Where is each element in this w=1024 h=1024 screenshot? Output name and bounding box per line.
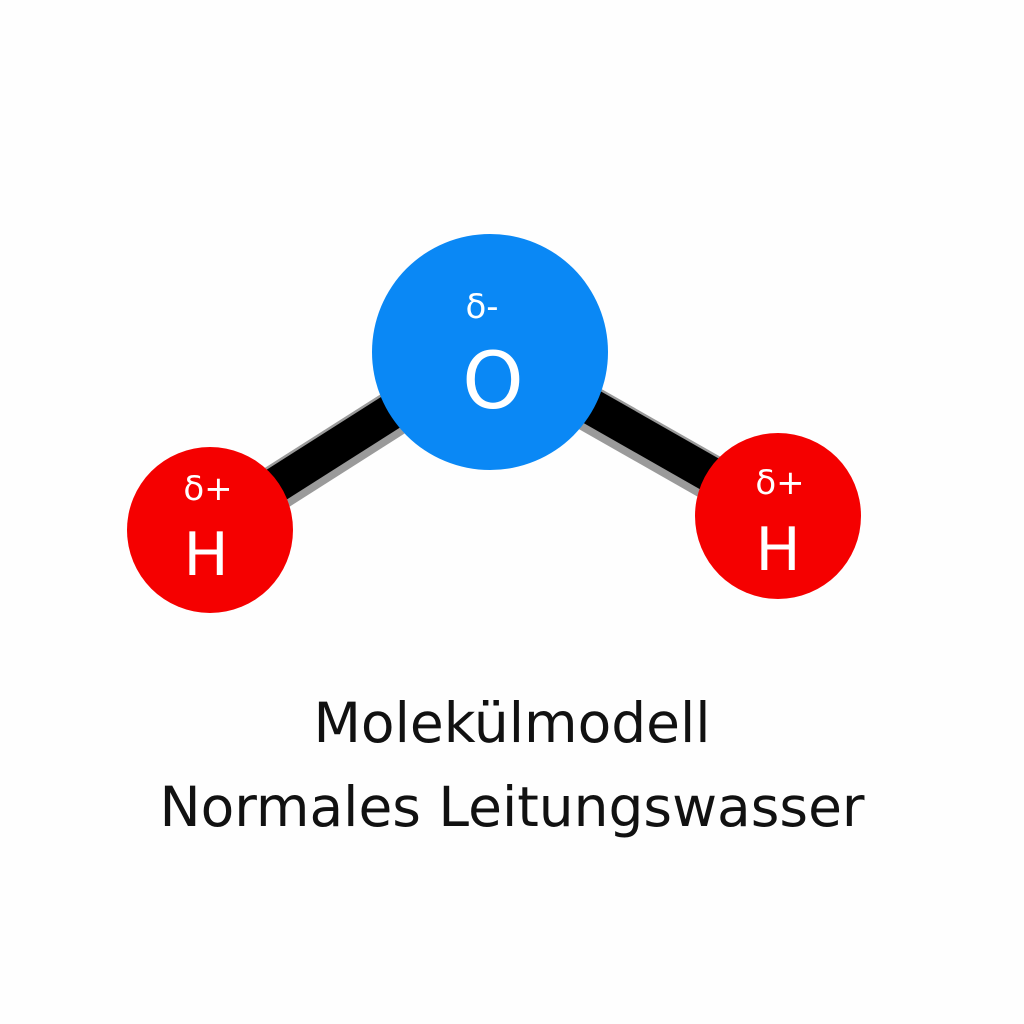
hydrogen-right-circle: [695, 433, 861, 599]
oxygen-charge: δ-: [465, 287, 498, 327]
hydrogen-atom-left: δ+ H: [127, 447, 293, 613]
caption-title: Molekülmodell: [313, 691, 711, 755]
caption-subtitle: Normales Leitungswasser: [159, 775, 865, 839]
hydrogen-left-symbol: H: [183, 520, 228, 590]
oxygen-atom: δ- O: [372, 234, 608, 470]
hydrogen-left-circle: [127, 447, 293, 613]
hydrogen-left-charge: δ+: [183, 469, 232, 509]
hydrogen-atom-right: δ+ H: [695, 433, 861, 599]
hydrogen-right-charge: δ+: [755, 463, 804, 503]
oxygen-symbol: O: [462, 337, 523, 427]
oxygen-circle: [372, 234, 608, 470]
hydrogen-right-symbol: H: [755, 515, 800, 585]
